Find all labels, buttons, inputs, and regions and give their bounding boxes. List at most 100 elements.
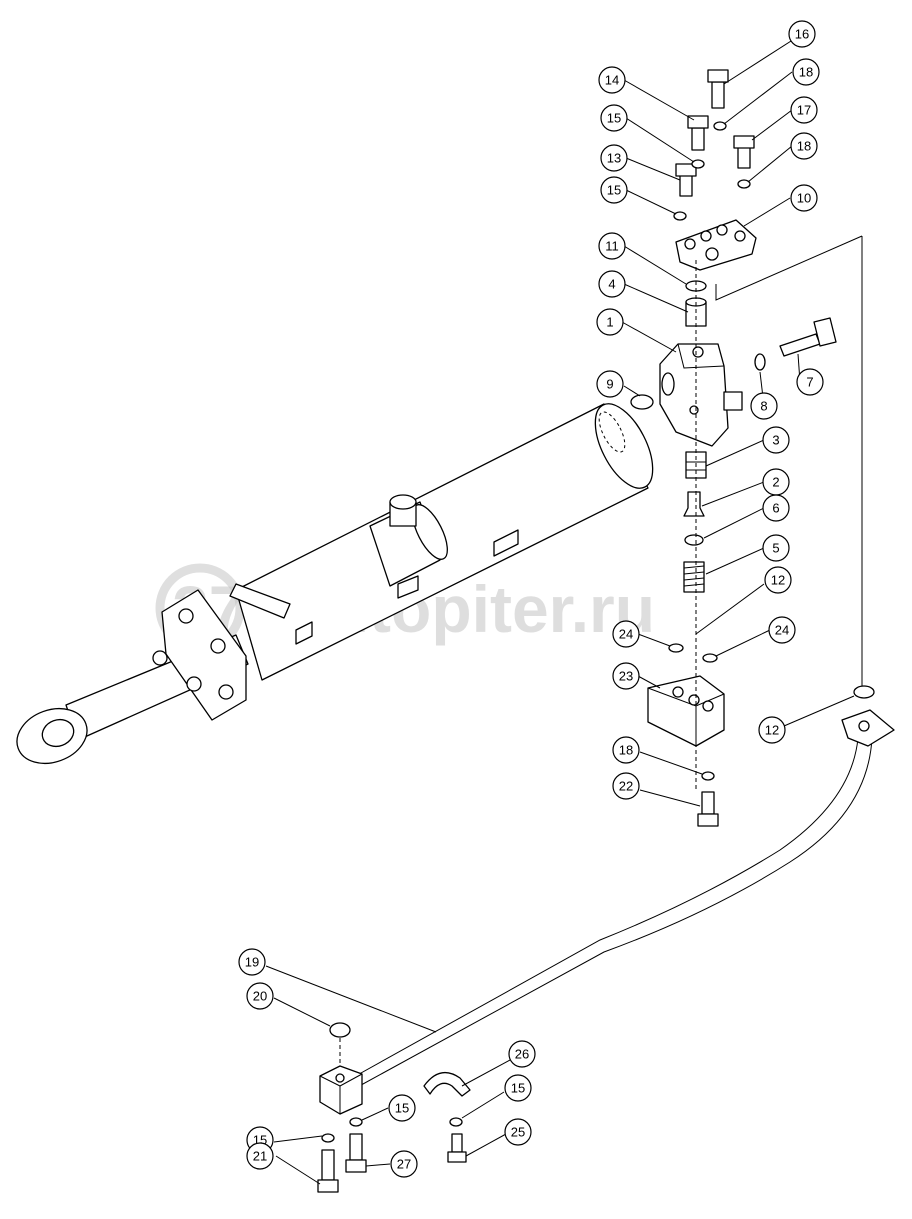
lower-port-boss-1	[493, 529, 519, 557]
callout-c12b-circle	[758, 716, 786, 744]
callout-c22-label: 22	[619, 779, 633, 794]
callout-c13: 13	[600, 144, 628, 172]
callout-c21-label: 21	[253, 1149, 267, 1164]
callout-c15d-label: 15	[395, 1101, 409, 1116]
leader-6	[703, 507, 765, 539]
callout-c18b-circle	[790, 132, 818, 160]
callout-c10: 10	[790, 184, 818, 212]
bolt-25-head	[447, 1151, 467, 1163]
callout-c20-circle	[246, 982, 274, 1010]
leader-27	[365, 1163, 391, 1167]
callout-c24a-circle	[612, 620, 640, 648]
leader-23	[637, 675, 661, 689]
cover-plate-hole-3	[716, 224, 728, 236]
callout-c23-circle	[612, 662, 640, 690]
valve-body-boss	[723, 391, 743, 411]
pipe-connector-block	[319, 1065, 363, 1115]
callout-c2-label: 2	[772, 475, 779, 490]
callout-c18a-circle	[792, 58, 820, 86]
callout-c20-label: 20	[253, 989, 267, 1004]
leader-12a	[695, 583, 765, 635]
callout-c18c-label: 18	[619, 743, 633, 758]
callout-c15a: 15	[600, 104, 628, 132]
callout-c15d-circle	[388, 1094, 416, 1122]
leader-25	[465, 1133, 507, 1157]
bolt-21-shank	[321, 1149, 335, 1181]
callout-c1-label: 1	[606, 315, 613, 330]
callout-c7-circle	[796, 368, 824, 396]
barrel-end-bore	[598, 411, 626, 453]
bolt-13-head	[675, 163, 697, 177]
callout-c27-circle	[390, 1150, 418, 1178]
leader-10	[743, 197, 791, 227]
callout-c8: 8	[750, 392, 778, 420]
leader-24a	[637, 633, 671, 647]
washer-15-upper-a	[691, 159, 705, 169]
o-ring-20	[329, 1022, 351, 1038]
o-ring-24-left	[668, 643, 684, 653]
callout-c12a: 12	[764, 566, 792, 594]
bolt-16-shank	[711, 81, 725, 109]
leader-lines	[265, 33, 855, 1185]
barrel-end-cap	[594, 403, 654, 489]
callout-c14-label: 14	[605, 73, 619, 88]
leader-20	[273, 997, 331, 1027]
pipe-19-inner	[351, 737, 873, 1091]
callout-c18c: 18	[612, 736, 640, 764]
bolt-17-shank	[737, 145, 751, 169]
lower-lug	[295, 621, 313, 645]
callout-c16a-label: 16	[795, 27, 809, 42]
callout-c11-circle	[598, 232, 626, 260]
callout-c12b: 12	[758, 716, 786, 744]
washer-18-upper-a	[713, 121, 727, 131]
bolt-17-head	[733, 135, 755, 149]
rod-eye-bore	[41, 718, 75, 748]
callout-c15b-circle	[600, 176, 628, 204]
callout-c26-circle	[508, 1040, 536, 1068]
leader-2	[701, 481, 765, 507]
callout-c10-circle	[790, 184, 818, 212]
pipe-assembly	[317, 235, 895, 1193]
side-stub-pipe	[229, 583, 291, 619]
callout-c17-label: 17	[797, 103, 811, 118]
callout-c22: 22	[612, 772, 640, 800]
callout-c8-circle	[750, 392, 778, 420]
callout-c18b-label: 18	[797, 139, 811, 154]
flange-bolt-5	[218, 684, 234, 700]
leader-18a	[723, 71, 793, 125]
spring-5-coils	[683, 565, 705, 587]
pipe-flange-upper-port	[858, 720, 870, 732]
washer-8	[754, 353, 766, 371]
callout-c16a-circle	[788, 20, 816, 48]
callout-c6-label: 6	[772, 501, 779, 516]
callout-c25: 25	[504, 1118, 532, 1146]
leader-15c	[461, 1091, 505, 1119]
leader-1	[621, 321, 677, 353]
leader-17	[751, 109, 793, 141]
callout-c21: 21	[246, 1142, 274, 1170]
callout-c16a: 16	[788, 20, 816, 48]
callout-c13-label: 13	[607, 151, 621, 166]
callout-c14-circle	[598, 66, 626, 94]
callout-c15d: 15	[388, 1094, 416, 1122]
callout-c8-label: 8	[760, 399, 767, 414]
leader-13	[625, 157, 681, 181]
callout-c15c-label: 15	[511, 1081, 525, 1096]
callout-c15b-label: 15	[607, 183, 621, 198]
clamp-26	[423, 1071, 471, 1097]
pipe-19-outer	[351, 737, 859, 1079]
callout-c9-circle	[596, 370, 624, 398]
washer-18-upper-b	[737, 179, 751, 189]
valve-body-top-port	[692, 346, 704, 358]
callout-c9: 9	[596, 370, 624, 398]
washer-15-lower-c	[449, 1117, 463, 1127]
valve-body-side-port	[661, 372, 675, 396]
callout-c21-circle	[246, 1142, 274, 1170]
pipe-connector-edges	[319, 1073, 363, 1114]
end-block-port-2	[688, 694, 700, 706]
callout-c25-circle	[504, 1118, 532, 1146]
cover-plate-hole-1	[684, 238, 696, 250]
callout-c3-label: 3	[772, 433, 779, 448]
